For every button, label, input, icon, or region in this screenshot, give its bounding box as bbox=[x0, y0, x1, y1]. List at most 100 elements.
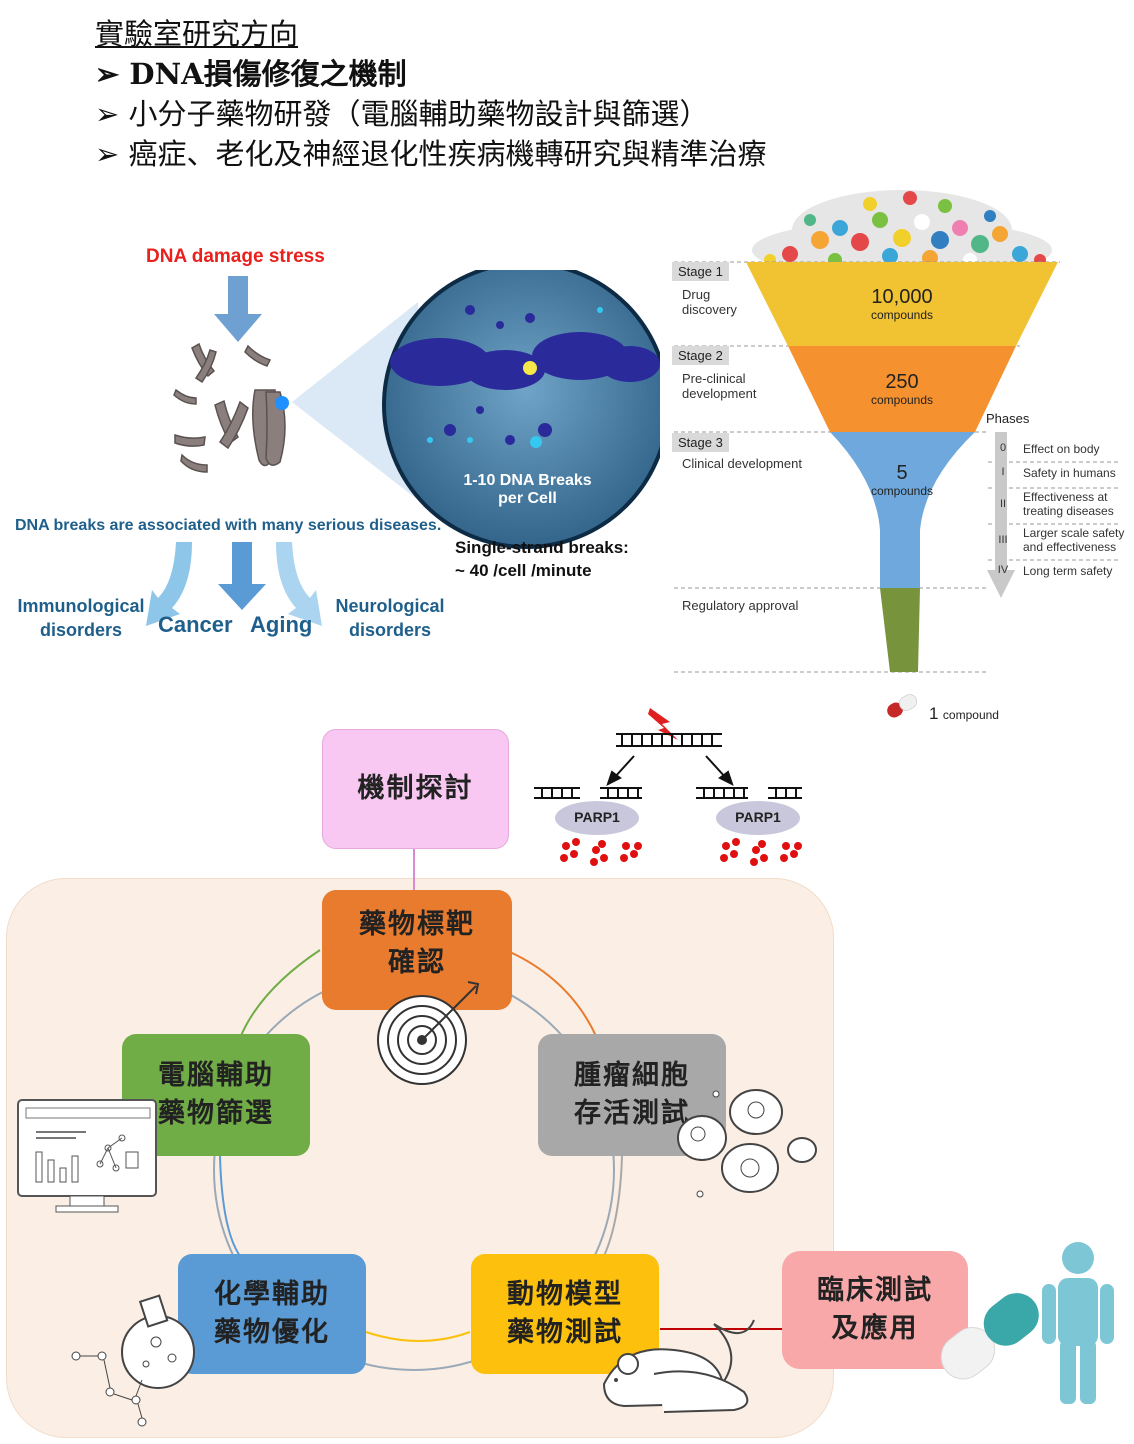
par-chain-right-icon bbox=[720, 838, 802, 866]
target-icon bbox=[377, 981, 480, 1085]
chemistry-optimization-box: 化學輔助 藥物優化 bbox=[178, 1254, 366, 1374]
drug-target-line1: 藥物標靶 bbox=[359, 909, 475, 940]
chemistry-optimization-line2: 藥物優化 bbox=[214, 1317, 330, 1348]
dna-break-right-icon bbox=[696, 787, 802, 799]
stage2-tag: Stage 2 bbox=[672, 346, 729, 365]
phase-3-desc-line2: and effectiveness bbox=[1023, 540, 1117, 554]
computer-screening-line1: 電腦輔助 bbox=[158, 1060, 274, 1091]
stage2-count: 250 compounds bbox=[852, 371, 952, 407]
phase-2-num: II bbox=[999, 498, 1007, 510]
phase-0-num: 0 bbox=[999, 442, 1007, 454]
stage1-count-value: 10,000 bbox=[871, 286, 933, 308]
phase-1-desc: Safety in humans bbox=[1023, 466, 1116, 480]
bullet-text: 小分子藥物研發（電腦輔助藥物設計與篩選） bbox=[128, 97, 709, 131]
drug-target-line2: 確認 bbox=[388, 947, 446, 978]
phase-4-desc: Long term safety bbox=[1023, 564, 1113, 578]
parp1-right-enzyme bbox=[716, 801, 800, 835]
compound-legend-unit: compound bbox=[942, 708, 999, 722]
phase-2-desc-line1: Effectiveness at bbox=[1023, 490, 1108, 504]
drug-funnel-diagram bbox=[674, 190, 1120, 718]
breaks-line2: per Cell bbox=[498, 490, 557, 507]
dna-break-left-icon bbox=[534, 787, 642, 799]
mechanism-label: 機制探討 bbox=[357, 773, 474, 804]
dna-strand-icon bbox=[390, 305, 660, 445]
stage2-count-value: 250 bbox=[885, 371, 919, 393]
breaks-per-cell-label: 1-10 DNA Breaks per Cell bbox=[455, 472, 600, 508]
zoom-cone bbox=[292, 302, 418, 500]
tumor-viability-line1: 腫瘤細胞 bbox=[574, 1060, 690, 1091]
outcome-cancer: Cancer bbox=[158, 612, 233, 637]
phase-3-num: III bbox=[998, 534, 1008, 546]
tumor-viability-line2: 存活測試 bbox=[574, 1098, 690, 1129]
diseases-caption: DNA breaks are associated with many seri… bbox=[15, 517, 442, 534]
dna-diagram bbox=[146, 270, 660, 626]
phase-4-num: IV bbox=[997, 564, 1009, 576]
outcome-neurological: Neurological disorders bbox=[332, 594, 448, 642]
stage3-count: 5 compounds bbox=[852, 462, 952, 498]
dna-fragment-icons bbox=[427, 307, 603, 448]
phase-3-desc: Larger scale safety and effectiveness bbox=[1023, 526, 1124, 554]
break-site-icon bbox=[523, 361, 537, 375]
clinical-application-line2: 及應用 bbox=[831, 1313, 919, 1344]
funnel-stage1 bbox=[746, 262, 1058, 346]
outcome-immunological-line1: Immunological bbox=[17, 596, 145, 616]
disease-arrow-right-icon bbox=[276, 542, 322, 626]
phase-0-desc: Effect on body bbox=[1023, 442, 1100, 456]
bullet-arrow-icon: ➢ bbox=[95, 57, 120, 91]
funnel-stage3 bbox=[830, 432, 975, 588]
stage3-count-value: 5 bbox=[896, 462, 908, 484]
animal-model-box: 動物模型 藥物測試 bbox=[471, 1254, 659, 1374]
phase-2-desc: Effectiveness at treating diseases bbox=[1023, 490, 1114, 518]
phase-1-num: I bbox=[1001, 466, 1005, 478]
funnel-stage2 bbox=[788, 346, 1016, 432]
outcome-neurological-line2: disorders bbox=[348, 620, 432, 640]
stage3-count-unit: compounds bbox=[870, 484, 934, 498]
phases-arrow-icon bbox=[987, 432, 1015, 598]
stage2-count-unit: compounds bbox=[870, 393, 934, 407]
bullet-dna-repair: ➢ DNA損傷修復之機制 bbox=[95, 54, 407, 94]
outcome-neurological-line1: Neurological bbox=[335, 596, 445, 616]
bullet-disease-research: ➢ 癌症、老化及神經退化性疾病機轉研究與精準治療 bbox=[95, 134, 767, 174]
bullet-small-molecule: ➢ 小分子藥物研發（電腦輔助藥物設計與篩選） bbox=[95, 94, 709, 134]
parp-diagram bbox=[534, 708, 802, 866]
bullet-text: DNA損傷修復之機制 bbox=[129, 57, 407, 91]
disease-arrow-center-icon bbox=[218, 542, 266, 610]
phase-3-desc-line1: Larger scale safety bbox=[1023, 526, 1125, 540]
section-title: 實驗室研究方向 bbox=[95, 17, 299, 51]
chromosome-icon bbox=[173, 342, 286, 473]
breaks-line1: 1-10 DNA Breaks bbox=[463, 472, 592, 489]
ssb-line1: Single-strand breaks: bbox=[455, 538, 629, 557]
outcome-immunological-line2: disorders bbox=[39, 620, 123, 640]
stage1-count: 10,000 compounds bbox=[852, 286, 952, 322]
tumor-cells-icon bbox=[677, 1089, 817, 1198]
capsule-legend-icon bbox=[887, 694, 918, 718]
stage3-tag: Stage 3 bbox=[672, 433, 729, 452]
stage1-tag: Stage 1 bbox=[672, 262, 729, 281]
stage1-count-unit: compounds bbox=[870, 308, 934, 322]
lightning-bolt-icon bbox=[648, 708, 678, 740]
split-arrows-icon bbox=[606, 755, 734, 786]
computer-monitor-icon bbox=[17, 1099, 157, 1213]
stage3-label: Clinical development bbox=[682, 456, 802, 471]
capsule-icon bbox=[940, 1293, 1039, 1380]
mechanism-box: 機制探討 bbox=[322, 729, 509, 849]
parp1-left-enzyme bbox=[555, 801, 639, 835]
compound-legend: 1 compound bbox=[929, 704, 999, 724]
animal-model-line2: 藥物測試 bbox=[507, 1317, 623, 1348]
clinical-application-box: 臨床測試 及應用 bbox=[782, 1251, 968, 1369]
stage2-label-line2: development bbox=[682, 386, 757, 401]
person-icon bbox=[1042, 1242, 1114, 1404]
stage2-label: Pre-clinical development bbox=[682, 371, 756, 401]
compound-legend-num: 1 bbox=[929, 704, 939, 723]
stage1-label-line2: discovery bbox=[682, 302, 737, 317]
animal-model-line1: 動物模型 bbox=[507, 1279, 623, 1310]
regulatory-approval-label: Regulatory approval bbox=[682, 598, 799, 613]
disease-arrow-left-icon bbox=[146, 542, 192, 626]
outcome-immunological: Immunological disorders bbox=[14, 594, 148, 642]
funnel-approval bbox=[880, 588, 920, 672]
ssb-line2: ~ 40 /cell /minute bbox=[455, 561, 592, 580]
phases-title: Phases bbox=[986, 411, 1030, 426]
clinical-application-line1: 臨床測試 bbox=[817, 1275, 933, 1306]
phase-2-desc-line2: treating diseases bbox=[1023, 504, 1114, 518]
parp1-left-label: PARP1 bbox=[574, 809, 620, 825]
